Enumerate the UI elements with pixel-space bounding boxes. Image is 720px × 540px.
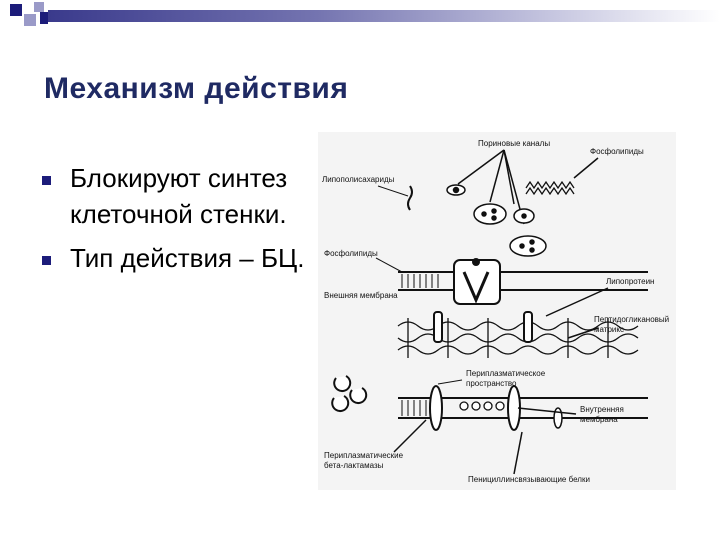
banner-square (24, 14, 36, 26)
label-lipoprotein: Липопротеин (606, 277, 654, 286)
bullet-item: Блокируют синтез клеточной стенки. (40, 160, 320, 232)
inner-membrane-pointer (517, 407, 577, 415)
slide-title: Механизм действия (44, 72, 349, 105)
cell-wall-diagram-svg: Пориновые каналы Фосфолипиды Липополисах… (322, 139, 669, 484)
label-lps: Липополисахариды (322, 175, 395, 184)
label-porins: Пориновые каналы (478, 139, 550, 148)
label-pbp: Пенициллинсвязывающие белки (468, 475, 590, 484)
bullet-list: Блокируют синтез клеточной стенки. Тип д… (40, 160, 320, 284)
square-bullet-icon (42, 176, 51, 185)
lps-pointer (377, 185, 409, 197)
bullet-text: Тип действия – БЦ. (70, 243, 305, 273)
phospholipid-zigzag (525, 186, 575, 196)
banner-square (34, 2, 44, 12)
label-outer-membrane: Внешняя мембрана (324, 291, 398, 300)
label-betalactamases-2: бета-лактамазы (324, 461, 384, 470)
label-periplasm-1: Периплазматическое (466, 369, 546, 378)
peptidoglycan-matrix (397, 311, 639, 358)
lps-squiggle (407, 185, 413, 211)
betalactamase-pointer (393, 419, 427, 453)
label-betalactamases-1: Периплазматические (324, 451, 404, 460)
banner-square (10, 4, 22, 16)
pbp-pointer (513, 431, 523, 475)
label-inner-membrane-2: мембрана (580, 415, 618, 424)
square-bullet-icon (42, 256, 51, 265)
cell-wall-diagram: Пориновые каналы Фосфолипиды Липополисах… (318, 132, 676, 490)
bullet-item: Тип действия – БЦ. (40, 240, 320, 276)
betalactamase-icons (331, 375, 368, 413)
periplasm-pointer (437, 379, 463, 385)
label-peptidoglycan-1: Пептидогликановый (594, 315, 669, 324)
banner-square (40, 12, 48, 24)
phospholipid-zigzag (525, 180, 575, 190)
porin-icons (446, 184, 547, 257)
label-inner-membrane-1: Внутренняя (580, 405, 624, 414)
phospholipid-pointer (375, 257, 403, 273)
peptidoglycan-pointer (567, 327, 599, 339)
label-periplasm-2: пространство (466, 379, 517, 388)
bullet-text: Блокируют синтез клеточной стенки. (70, 163, 288, 229)
label-phospholipids-top: Фосфолипиды (590, 147, 644, 156)
label-phospholipids-left: Фосфолипиды (324, 249, 378, 258)
outer-membrane (398, 258, 648, 305)
lipoprotein-pointer (545, 287, 609, 317)
banner-gradient-band (48, 10, 720, 22)
decorative-header-banner (0, 0, 720, 36)
label-peptidoglycan-2: матрикс (594, 325, 624, 334)
